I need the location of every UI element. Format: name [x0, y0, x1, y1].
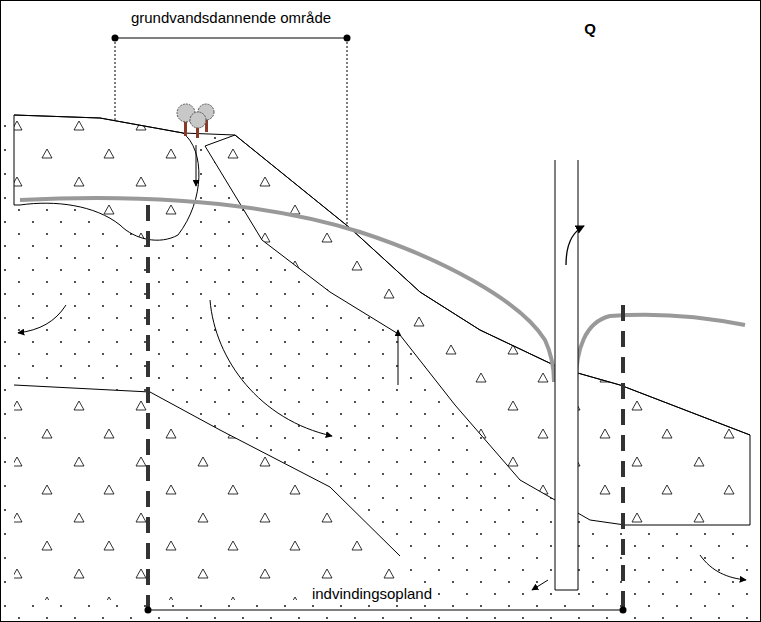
brackets — [112, 35, 627, 614]
trees — [177, 104, 214, 138]
area-label: grundvandsdannende område — [128, 9, 334, 27]
flow-arrows — [18, 145, 746, 590]
area-label: indvindingsopland — [309, 585, 435, 603]
flow-label: Q — [581, 20, 599, 38]
water-table — [20, 198, 745, 382]
well — [555, 160, 584, 590]
catchment-boundaries — [148, 205, 623, 608]
